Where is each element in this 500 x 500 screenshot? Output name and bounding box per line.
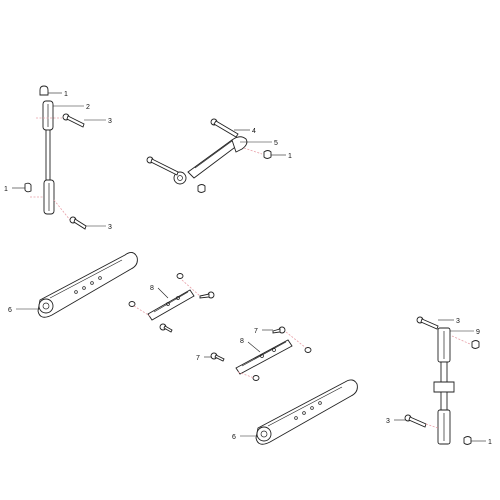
bolt-right-bottom [404, 414, 427, 428]
callout-5: 5 [274, 140, 278, 147]
pin-top [210, 118, 239, 138]
clip-right [263, 150, 272, 159]
bolt-right-top [416, 316, 439, 330]
lift-rod-assembly [24, 85, 87, 230]
callout-2: 2 [86, 104, 90, 111]
callout-1-c: 1 [288, 153, 292, 160]
top-link-assembly [146, 118, 272, 193]
callout-3-b: 3 [108, 224, 112, 231]
callout-8-a: 8 [150, 285, 154, 292]
callout-labels: 1 2 3 1 3 4 5 1 6 8 7 8 7 6 3 9 3 1 [4, 91, 492, 446]
callout-7-a: 7 [254, 328, 258, 335]
callout-3-c: 3 [456, 318, 460, 325]
bolt-7a [272, 326, 286, 334]
bolt-bracket-lower [159, 323, 173, 333]
bolt-lower [69, 216, 87, 230]
callout-1-b: 1 [4, 186, 8, 193]
lower-link-right [255, 379, 358, 445]
clip-right-bottom [463, 436, 472, 445]
adjustable-lift-rod [404, 316, 480, 445]
callout-3-d: 3 [386, 418, 390, 425]
callout-9: 9 [476, 329, 480, 336]
nut-c [304, 347, 312, 353]
callout-leaders [12, 92, 486, 442]
clip-side [24, 182, 32, 193]
lower-link-left [37, 252, 138, 318]
callout-7-b: 7 [196, 355, 200, 362]
callout-6-b: 6 [232, 434, 236, 441]
callout-8-b: 8 [240, 338, 244, 345]
lift-rod [45, 129, 51, 181]
stabilizer-bracket-lower [210, 326, 312, 381]
bolt-bracket-upper [199, 291, 215, 299]
callout-1-d: 1 [488, 439, 492, 446]
clip-top [39, 85, 49, 96]
callout-1-a: 1 [64, 91, 68, 98]
callout-4: 4 [252, 128, 256, 135]
clip-bottom [197, 184, 206, 193]
stabilizer-bracket-upper [128, 273, 215, 333]
nut-a [176, 273, 184, 279]
callout-3-a: 3 [108, 118, 112, 125]
bolt-7b [210, 352, 225, 362]
bolt-upper [62, 113, 85, 128]
clip-right-side [471, 340, 480, 349]
nut-b [128, 301, 136, 307]
pin-left [146, 156, 179, 176]
nut-d [252, 375, 260, 381]
callout-6-a: 6 [8, 307, 12, 314]
top-link-body [187, 139, 239, 179]
